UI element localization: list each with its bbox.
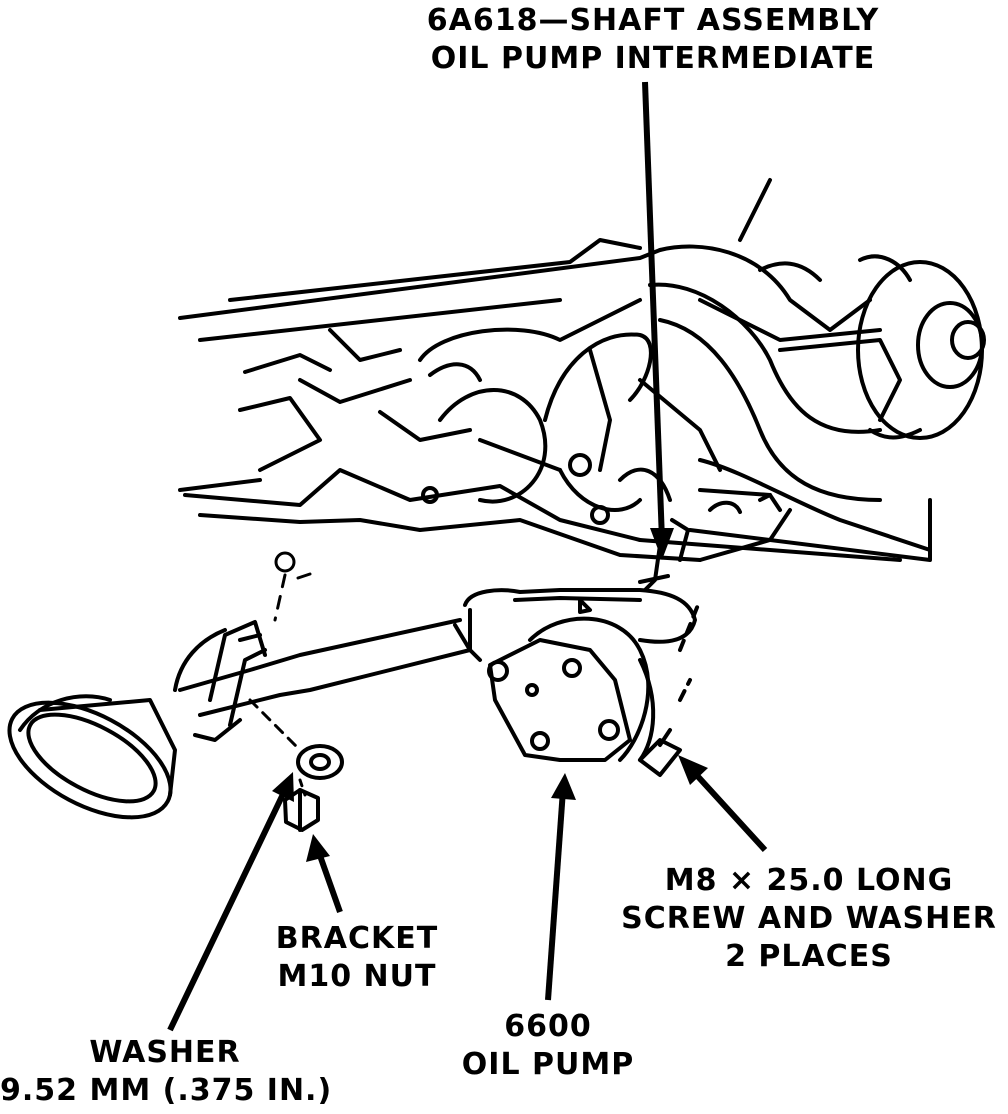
bracket-callout-line2: M10 NUT — [277, 959, 437, 994]
crank-flange — [856, 254, 986, 440]
shaft-callout-line2: OIL PUMP INTERMEDIATE — [430, 41, 876, 76]
intermediate-shaft — [638, 518, 690, 592]
bracket-nut-callout: BRACKET M10 NUT — [262, 920, 452, 996]
shaft-assembly-callout: 6A618—SHAFT ASSEMBLY OIL PUMP INTERMEDIA… — [408, 2, 898, 78]
screw-leader-arrow — [689, 767, 768, 853]
shaft-callout-line1: 6A618—SHAFT ASSEMBLY — [426, 3, 880, 38]
alignment-lines — [248, 551, 312, 797]
screw-callout-line2: SCREW AND WASHER — [621, 901, 997, 936]
bracket-arrowhead — [306, 834, 330, 862]
rear-flange — [638, 178, 932, 562]
pump-mounting-screws — [638, 598, 702, 777]
washer-callout-line1: WASHER — [89, 1035, 241, 1070]
oil-pump-body — [453, 588, 697, 762]
screw-callout: M8 × 25.0 LONG SCREW AND WASHER 2 PLACES — [610, 862, 1008, 976]
bracket-leader-arrow — [315, 848, 343, 914]
oil-pan-flange — [698, 493, 792, 562]
bracket-callout-line1: BRACKET — [275, 921, 439, 956]
shaft-leader-arrow — [642, 81, 665, 541]
pump-arrowhead — [551, 773, 576, 800]
washer-callout-line2: 9.52 MM (.375 IN.) — [0, 1073, 333, 1108]
pump-leader-arrow — [545, 789, 566, 1001]
oil-pickup-screen — [7, 694, 177, 820]
screw-arrowhead — [678, 755, 708, 785]
leader-arrows — [167, 81, 768, 1032]
crankshaft-area — [418, 298, 672, 525]
pump-callout-line1: 6600 — [504, 1009, 592, 1044]
screw-callout-line1: M8 × 25.0 LONG — [664, 863, 954, 898]
washer-and-nut — [283, 744, 344, 832]
engine-block-outline — [178, 238, 702, 562]
screw-callout-line3: 2 PLACES — [725, 939, 893, 974]
washer-leader-arrow — [167, 788, 288, 1032]
oil-pump-callout: 6600 OIL PUMP — [448, 1008, 648, 1084]
oil-pickup-tube — [173, 618, 472, 742]
shaft-arrowhead — [650, 528, 674, 560]
washer-callout: WASHER 9.52 MM (.375 IN.) — [0, 1034, 333, 1110]
pump-callout-line2: OIL PUMP — [461, 1047, 635, 1082]
washer-arrowhead — [272, 772, 294, 802]
